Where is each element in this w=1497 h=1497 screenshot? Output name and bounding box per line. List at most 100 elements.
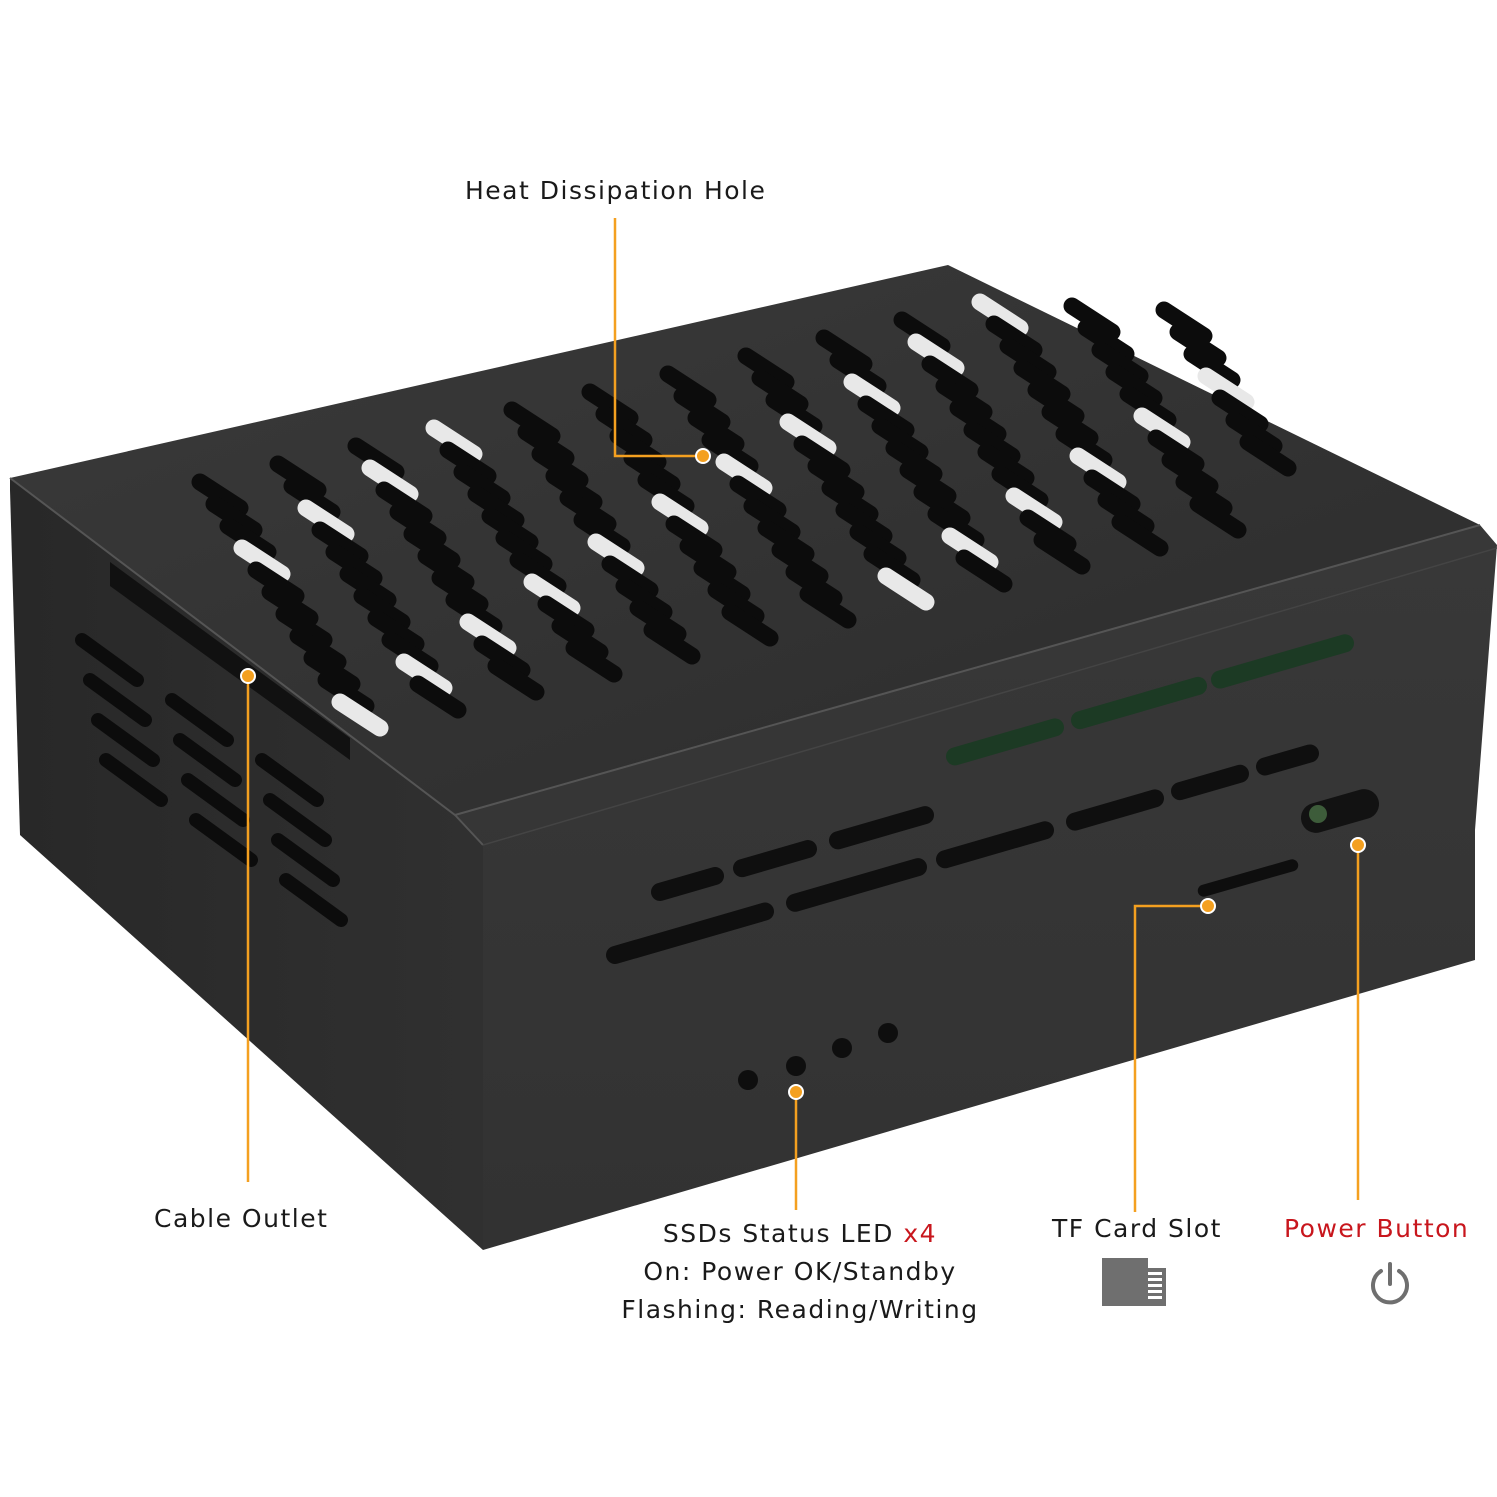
vent-slot: [459, 613, 517, 657]
callout-dot-power: [1350, 837, 1366, 853]
vent-slot: [445, 591, 503, 635]
vent-slot: [595, 405, 653, 449]
vent-slot: [615, 577, 673, 621]
side-vent-slot: [165, 693, 234, 747]
vent-slot: [409, 675, 467, 719]
vent-slot: [729, 475, 787, 519]
vent-slot: [1033, 531, 1091, 575]
vent-slot: [537, 595, 595, 639]
vent-slot: [673, 387, 731, 431]
power-icon: [1366, 1260, 1414, 1308]
vent-slot: [283, 477, 341, 521]
vent-slot: [417, 547, 475, 591]
front-opening: [606, 902, 774, 964]
vent-slot: [1069, 447, 1127, 491]
vent-slot: [403, 525, 461, 569]
side-vent-slot: [181, 773, 250, 827]
vent-slot: [531, 445, 589, 489]
ssd-led-title: SSDs Status LED x4: [662, 1219, 938, 1248]
vent-slot: [467, 485, 525, 529]
vent-slot: [1063, 297, 1121, 341]
front-opening: [786, 858, 927, 912]
cable-outlet-label: Cable Outlet: [154, 1204, 329, 1233]
vent-slot: [907, 333, 965, 377]
vent-slot: [297, 499, 355, 543]
front-opening: [1256, 744, 1319, 776]
vent-slot: [1119, 385, 1177, 429]
vent-slot: [913, 483, 971, 527]
vent-slot: [885, 439, 943, 483]
side-vent-slot: [263, 793, 332, 847]
front-opening: [1071, 676, 1207, 730]
ssd-led-flash-text: Flashing: Reading/Writing: [621, 1295, 979, 1324]
vent-slot: [765, 391, 823, 435]
ssd-led-on-text: On: Power OK/Standby: [643, 1257, 957, 1286]
vent-slot: [551, 617, 609, 661]
vent-slot: [721, 603, 779, 647]
vent-slot: [857, 395, 915, 439]
vent-slot: [935, 377, 993, 421]
vent-slot: [863, 545, 921, 589]
side-vent-slot: [255, 753, 324, 807]
front-opening: [829, 806, 934, 850]
vent-slot: [353, 587, 411, 631]
vent-slot: [651, 493, 709, 537]
vent-slot: [261, 583, 319, 627]
vent-slot: [1133, 407, 1191, 451]
vent-slot: [545, 467, 603, 511]
vent-slot: [1197, 367, 1255, 411]
vent-slot: [1055, 425, 1113, 469]
heat-dissipation-vents: [191, 293, 1297, 737]
callout-dot-tf: [1200, 898, 1216, 914]
vent-slot: [751, 369, 809, 413]
vent-slot: [793, 435, 851, 479]
callout-dot-led: [788, 1084, 804, 1100]
vent-slot: [1239, 433, 1297, 477]
vent-slot: [219, 517, 277, 561]
vent-slot: [1027, 381, 1085, 425]
vent-slot: [785, 563, 843, 607]
vent-slot: [1189, 495, 1247, 539]
vent-slot: [339, 565, 397, 609]
vent-slot: [1105, 363, 1163, 407]
vent-slot: [665, 515, 723, 559]
vent-slot: [991, 465, 1049, 509]
vent-slot: [453, 463, 511, 507]
vent-slot: [693, 559, 751, 603]
vent-slot: [1147, 429, 1205, 473]
vent-slot: [743, 497, 801, 541]
vent-slot: [1019, 509, 1077, 553]
vent-slot: [877, 567, 935, 611]
vent-slot: [757, 519, 815, 563]
vent-slot: [779, 413, 837, 457]
vent-slot: [1005, 487, 1063, 531]
vent-slot: [637, 471, 695, 515]
vent-slot: [303, 649, 361, 693]
vent-slot: [503, 401, 561, 445]
side-vent-slot: [189, 813, 258, 867]
tf-card-slot-label: TF Card Slot: [1052, 1214, 1222, 1243]
vent-slot: [1013, 359, 1071, 403]
front-opening: [1171, 764, 1249, 801]
vent-slot: [985, 315, 1043, 359]
vent-slot: [971, 293, 1029, 337]
vent-slot: [381, 631, 439, 675]
vent-slot: [487, 657, 545, 701]
led-hole: [832, 1038, 852, 1058]
side-vent-slot: [75, 633, 144, 687]
vent-slot: [1161, 451, 1219, 495]
vent-slot: [587, 533, 645, 577]
vent-slot: [1097, 491, 1155, 535]
side-vent-slot: [83, 673, 152, 727]
vent-slot: [609, 427, 667, 471]
led-hole: [738, 1070, 758, 1090]
ssd-led-label: SSDs Status LED x4 On: Power OK/Standby …: [600, 1215, 1000, 1329]
vent-slot: [559, 489, 617, 533]
vent-slot: [573, 511, 631, 555]
vent-slot: [963, 421, 1021, 465]
side-vents: [75, 633, 348, 927]
callout-dots: [240, 448, 1366, 1100]
led-hole: [786, 1056, 806, 1076]
vent-slot: [233, 539, 291, 583]
